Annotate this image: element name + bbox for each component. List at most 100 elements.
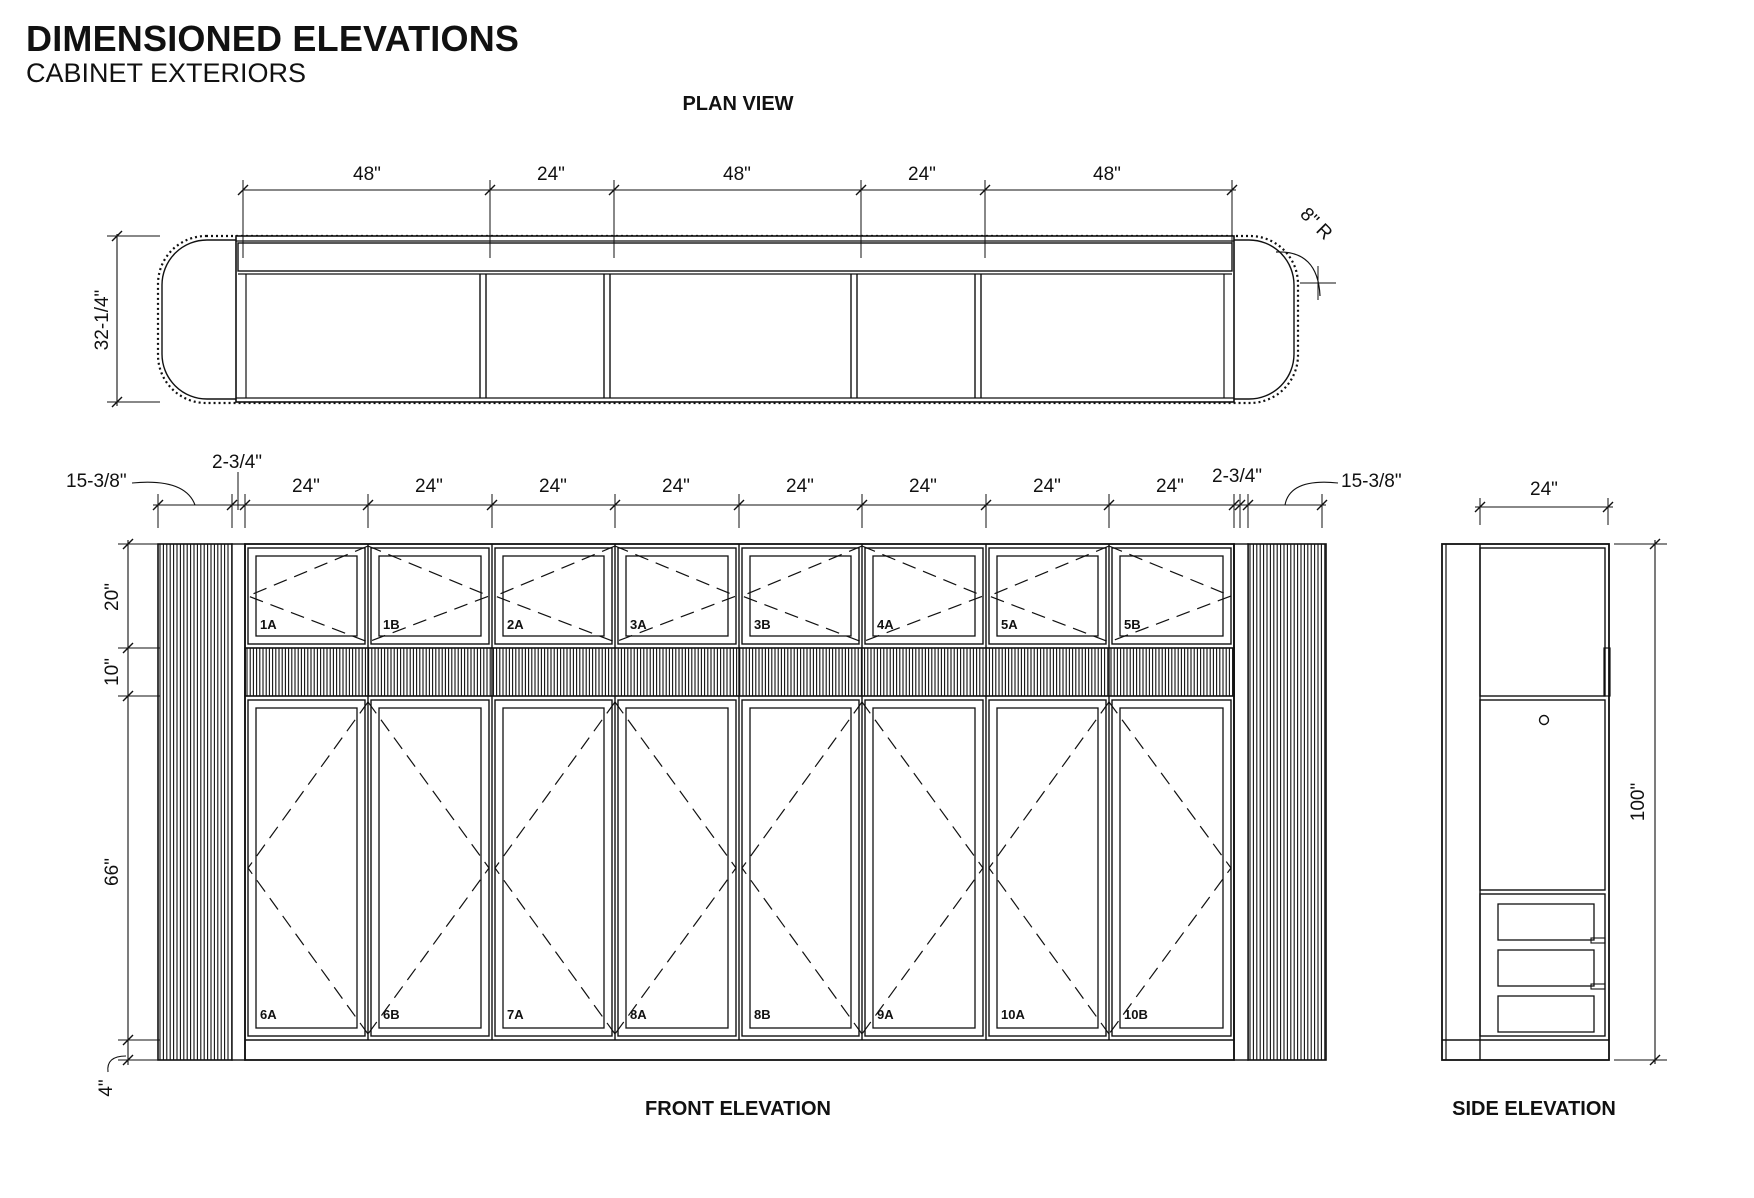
front-top-dimensions [152,494,1328,528]
right-reeded-end-panel [1249,544,1326,1060]
dim-tick [486,499,498,511]
front-dim-6: 24" [909,476,937,497]
dim-tick [1226,184,1238,196]
plan-view: PLAN VIEW 48" 24" 48" 24" 48" [92,93,1337,408]
plan-dim-4: 24" [908,164,936,185]
front-height-dimensions [118,538,160,1066]
door-swing [367,701,490,1035]
front-elevation-label: FRONT ELEVATION [645,1098,831,1120]
side-upper-section [1479,547,1606,697]
end-panel-right-dim: 15-3/8" [1341,471,1402,492]
plan-dim-5: 48" [1093,164,1121,185]
plan-bays [245,274,1225,398]
gap-left-dim: 2-3/4" [212,452,262,473]
dim-tick [237,184,249,196]
lower-door [247,699,366,1037]
dim-tick [122,642,134,654]
lower-door [741,699,860,1037]
upper-door-panel [749,555,852,637]
height-dim-lower: 66" [102,858,123,886]
upper-door [247,547,366,645]
door-swing [741,701,863,1035]
dim-tick [608,184,620,196]
plan-cabinet-box [235,235,1235,403]
door-swing [494,701,616,1035]
lower-door [370,699,490,1037]
dim-tick [122,1054,134,1066]
end-panel-left-dim: 15-3/8" [66,471,127,492]
door-tag-4a: 4A [877,617,894,632]
side-drawer-stack [1479,893,1606,1037]
door-swing [988,701,1110,1035]
front-dim-1: 24" [292,476,320,497]
side-drawer-3 [1497,995,1595,1033]
plan-dim-3: 48" [723,164,751,185]
dim-tick [980,499,992,511]
upper-door [988,547,1107,645]
door-tag-8a: 8A [630,1007,647,1022]
lower-door-panel [872,707,976,1029]
left-filler [231,543,246,1061]
plan-view-label: PLAN VIEW [682,93,793,115]
lower-door-panel [378,707,482,1029]
side-height-dim: 100" [1628,783,1649,821]
upper-door [864,547,984,645]
door-tag-1a: 1A [260,617,277,632]
door-tag-10b: 10B [1124,1007,1148,1022]
dim-tick [1316,499,1328,511]
door-tag-1b: 1B [383,617,400,632]
door-tag-10a: 10A [1001,1007,1025,1022]
door-tag-6a: 6A [260,1007,277,1022]
side-middle-section [1479,699,1606,891]
plan-depth-dim: 32-1/4" [92,290,113,351]
lower-door-tags: 6A 6B 7A 8A 8B 9A 10A 10B [260,1007,1148,1022]
side-elevation: 24" 100" SIDE ELEVATION [1441,479,1667,1120]
plan-radius-dim: 8" R [1296,204,1337,245]
upper-door-panel [996,555,1099,637]
side-carcass [1441,543,1610,1061]
door-tag-7a: 7A [507,1007,524,1022]
upper-door [617,547,737,645]
upper-door-panel [625,555,729,637]
reeded-middle-band [246,648,1234,696]
front-dim-2: 24" [415,476,443,497]
front-dim-7: 24" [1033,476,1061,497]
lower-door-panel [996,707,1099,1029]
side-drawer-2 [1497,949,1595,987]
door-tag-8b: 8B [754,1007,771,1022]
dim-tick [856,499,868,511]
lower-door-panel [1119,707,1224,1029]
upper-door-panel [378,555,482,637]
dim-tick [1103,499,1115,511]
dim-tick [609,499,621,511]
upper-door-panel [255,555,358,637]
dim-tick [122,690,134,702]
upper-door-tags: 1A 1B 2A 3A 3B 4A 5A 5B [260,617,1141,632]
dim-tick [484,184,496,196]
side-drawer-1 [1497,903,1595,941]
lower-door-panel [255,707,358,1029]
upper-door-panel [1119,555,1224,637]
dim-tick [122,1034,134,1046]
door-tag-5a: 5A [1001,617,1018,632]
lower-door-panel [502,707,605,1029]
upper-door-panel [872,555,976,637]
dim-tick [122,538,134,550]
dim-tick [239,499,251,511]
front-dim-5: 24" [786,476,814,497]
upper-door-panel [502,555,605,637]
lower-door [494,699,613,1037]
upper-door [741,547,860,645]
left-reeded-end-panel [159,544,229,1060]
dim-tick [362,499,374,511]
front-dim-3: 24" [539,476,567,497]
front-elevation: 1A 1B 2A 3A 3B 4A 5A 5B 6A 6B 7A 8A 8B 9… [66,452,1402,1120]
door-swing [861,701,984,1035]
plan-top-dimensions [237,180,1238,258]
plan-dim-2: 24" [537,164,565,185]
dim-tick [1234,499,1246,511]
dim-tick [733,499,745,511]
door-tag-6b: 6B [383,1007,400,1022]
